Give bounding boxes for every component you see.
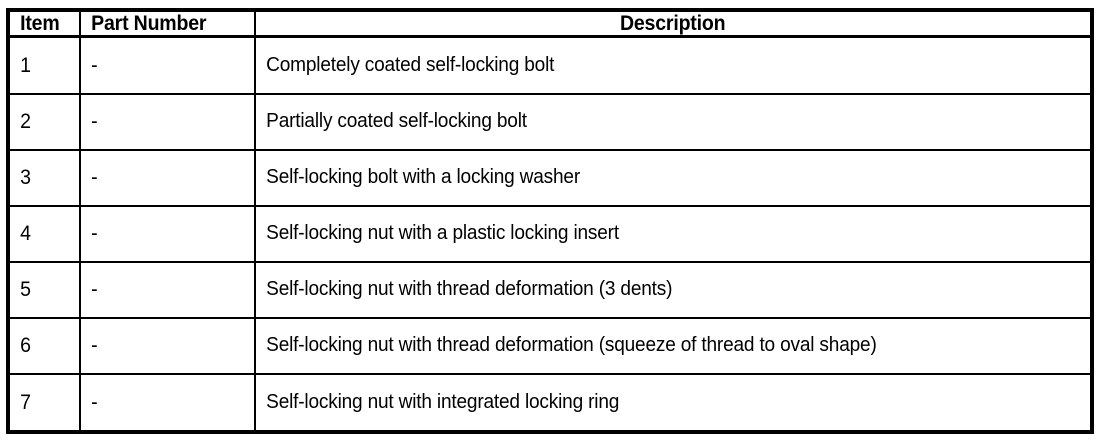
- cell-item: 3: [8, 149, 76, 207]
- cell-description: Self-locking nut with integrated locking…: [266, 390, 620, 414]
- cell-part-number: -: [80, 261, 244, 319]
- cell-item: 1: [8, 36, 76, 95]
- cell-part-number: -: [80, 149, 244, 207]
- cell-description: Completely coated self-locking bolt: [255, 36, 1034, 95]
- table-header: Item Part Number Description: [8, 10, 1092, 39]
- spec-table-container: Item Part Number Description 1-Completel…: [6, 8, 1094, 434]
- cell-description: Self-locking bolt with a locking washer: [255, 149, 1034, 207]
- cell-part-number: -: [80, 93, 244, 151]
- column-header-part-number: Part Number: [80, 10, 244, 39]
- cell-item: 4: [8, 205, 76, 263]
- column-header-description: Description: [255, 10, 1092, 39]
- header-row: Item Part Number Description: [8, 10, 1092, 39]
- table-row: 3-Self-locking bolt with a locking washe…: [8, 149, 1092, 207]
- table-row: 2-Partially coated self-locking bolt: [8, 93, 1092, 151]
- table-row: 6-Self-locking nut with thread deformati…: [8, 317, 1092, 375]
- cell-item: 2: [8, 93, 76, 151]
- cell-description: Self-locking nut with a plastic locking …: [255, 205, 1034, 263]
- table-row: 4-Self-locking nut with a plastic lockin…: [8, 205, 1092, 263]
- cell-item: 5: [8, 261, 76, 319]
- cell-part-number: -: [80, 373, 244, 432]
- cell-item: 7: [8, 373, 76, 432]
- table-row: 1-Completely coated self-locking bolt: [8, 36, 1092, 95]
- cell-item: 6: [8, 317, 76, 375]
- cell-part-number: -: [80, 205, 244, 263]
- cell-description: Partially coated self-locking bolt: [255, 93, 1034, 151]
- cell-part-number: -: [80, 36, 244, 95]
- column-header-item: Item: [8, 10, 76, 39]
- parts-description-table: Item Part Number Description 1-Completel…: [6, 8, 1094, 434]
- cell-description: Self-locking nut with thread deformation…: [255, 261, 1034, 319]
- cell-description: Self-locking nut with thread deformation…: [255, 317, 1034, 375]
- table-row: 7-Self-locking nut with integrated locki…: [8, 373, 1092, 432]
- column-header-description-text: Description: [620, 12, 726, 35]
- table-row: 5-Self-locking nut with thread deformati…: [8, 261, 1092, 319]
- cell-part-number: -: [80, 317, 244, 375]
